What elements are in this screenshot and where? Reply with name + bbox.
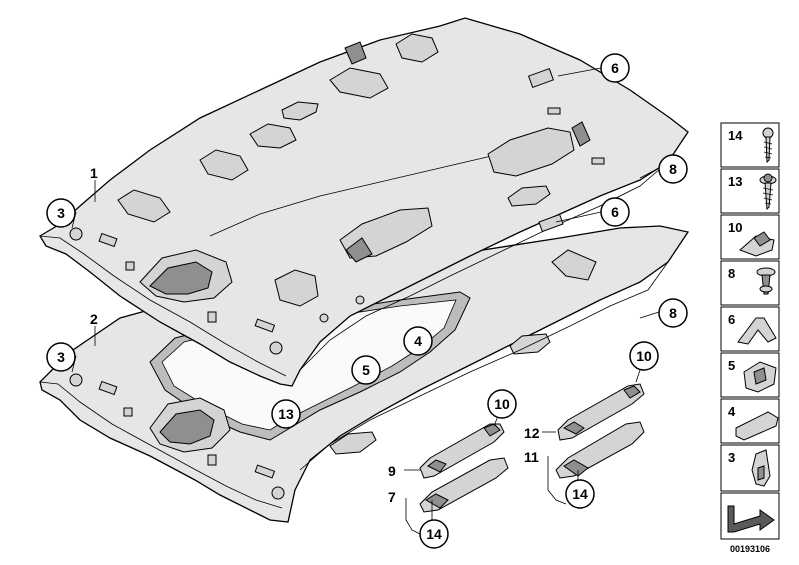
- callout-14-right: 14: [572, 486, 588, 502]
- legend-label-6: 6: [728, 312, 735, 327]
- parts-legend: 14 13 10 8 6: [720, 122, 780, 554]
- callout-6-lower: 6: [611, 204, 619, 220]
- callout-1: 1: [90, 165, 98, 181]
- clip-cap-icon: [739, 231, 775, 257]
- rivet-icon: [756, 267, 776, 295]
- callout-10-left: 10: [494, 396, 510, 412]
- washer-screw-icon: [759, 173, 777, 211]
- legend-label-4: 4: [728, 404, 736, 419]
- callout-9: 9: [388, 463, 396, 479]
- callout-5: 5: [362, 362, 370, 378]
- callout-2: 2: [90, 311, 98, 327]
- callout-12: 12: [524, 425, 540, 441]
- callout-8-lower: 8: [669, 305, 677, 321]
- callout-8-upper: 8: [669, 161, 677, 177]
- reference-code: 00193106: [730, 544, 770, 554]
- callout-3-upper: 3: [57, 205, 65, 221]
- pad-icon: [735, 411, 779, 441]
- legend-label-10: 10: [728, 220, 742, 235]
- bracket-icon: [737, 317, 777, 345]
- callout-6-upper: 6: [611, 60, 619, 76]
- callout-7: 7: [388, 489, 396, 505]
- screw-icon: [762, 127, 774, 164]
- legend-label-8: 8: [728, 266, 735, 281]
- callouts: 1 2 3 3 4 5 6 6 8 8 13 10 10 9 7 12 11 1…: [46, 53, 688, 549]
- spring-clip-icon: [751, 449, 771, 487]
- callout-4: 4: [414, 333, 422, 349]
- legend-label-13: 13: [728, 174, 742, 189]
- legend-label-5: 5: [728, 358, 735, 373]
- headliner-standard: [39, 17, 689, 387]
- callout-10-right: 10: [636, 348, 652, 364]
- callout-14-left: 14: [426, 526, 442, 542]
- callout-3-lower: 3: [57, 349, 65, 365]
- legend-label-14: 14: [728, 128, 743, 143]
- callout-13: 13: [278, 406, 294, 422]
- grab-handles: [419, 383, 645, 513]
- legend-label-3: 3: [728, 450, 735, 465]
- direction-arrow-icon: [727, 505, 775, 533]
- retainer-icon: [743, 361, 777, 393]
- callout-11: 11: [524, 449, 539, 465]
